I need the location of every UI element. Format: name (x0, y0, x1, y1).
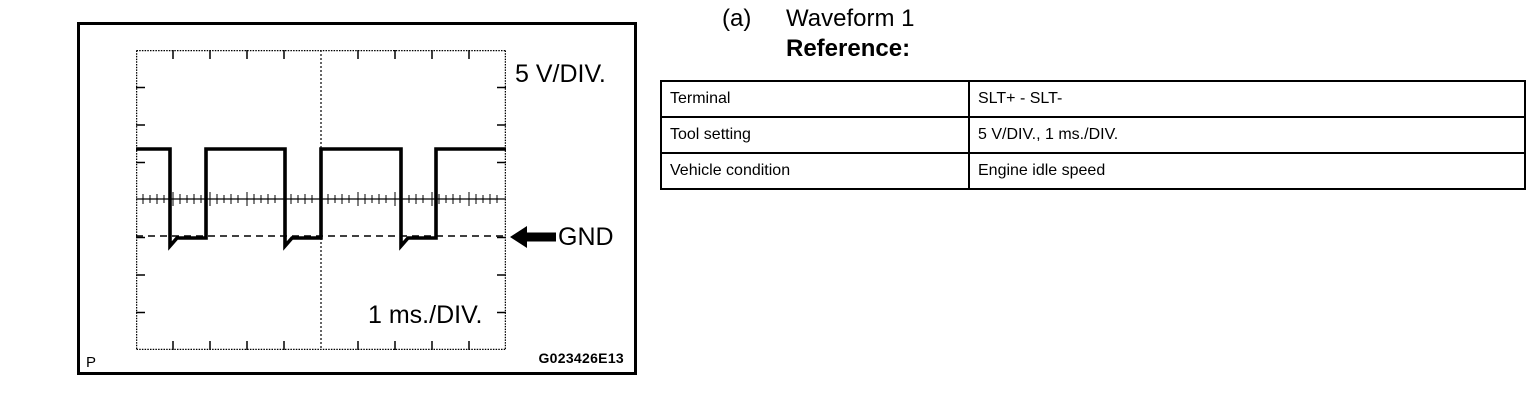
corner-mark: P (86, 354, 97, 371)
arrow-left-icon (510, 226, 556, 248)
page-title: Waveform 1 (786, 5, 915, 32)
row-label-terminal: Terminal (660, 80, 970, 118)
ground-marker: GND (510, 224, 614, 250)
oscilloscope-grid (136, 50, 506, 350)
oscilloscope-figure-panel: 5 V/DIV. 1 ms./DIV. GND P G023426E13 (77, 22, 637, 375)
row-value-tool-setting: 5 V/DIV., 1 ms./DIV. (968, 116, 1526, 154)
reference-section: (a) Waveform 1 Reference: Terminal SLT+ … (660, 0, 1526, 190)
reference-subtitle: Reference: (786, 35, 911, 62)
drawing-code: G023426E13 (538, 350, 624, 366)
row-label-vehicle-condition: Vehicle condition (660, 152, 970, 190)
ground-label: GND (558, 222, 614, 251)
waveform-trace (136, 147, 506, 251)
heading-marker: (a) (722, 5, 752, 32)
table-row: Vehicle condition Engine idle speed (660, 152, 1526, 190)
row-value-terminal: SLT+ - SLT- (968, 80, 1526, 118)
row-value-vehicle-condition: Engine idle speed (968, 152, 1526, 190)
time-scale-label: 1 ms./DIV. (368, 301, 483, 329)
waveform-plot (136, 50, 506, 350)
voltage-scale-label: 5 V/DIV. (515, 60, 606, 88)
table-row: Tool setting 5 V/DIV., 1 ms./DIV. (660, 116, 1526, 154)
reference-table: Terminal SLT+ - SLT- Tool setting 5 V/DI… (660, 80, 1526, 190)
heading-row: (a) Waveform 1 Reference: (660, 0, 1490, 62)
table-row: Terminal SLT+ - SLT- (660, 80, 1526, 118)
row-label-tool-setting: Tool setting (660, 116, 970, 154)
